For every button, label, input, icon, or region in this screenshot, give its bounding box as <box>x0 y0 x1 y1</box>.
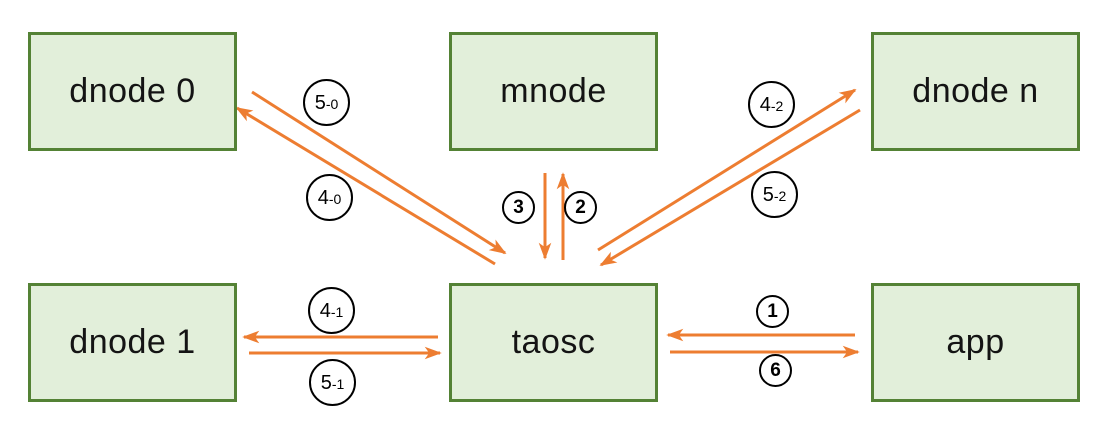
node-app-label: app <box>946 323 1005 361</box>
edge-label-3: 3 <box>502 191 535 224</box>
arrow-5-2-dnoden-to-taosc <box>599 108 861 267</box>
node-dnode1: dnode 1 <box>28 283 237 402</box>
edge-label-5-0: 5-0 <box>303 79 350 126</box>
node-taosc: taosc <box>449 283 658 402</box>
node-dnode0: dnode 0 <box>28 32 237 151</box>
node-dnoden-label: dnode n <box>912 72 1039 110</box>
node-dnoden: dnode n <box>871 32 1080 151</box>
arrow-5-0-dnode0-to-taosc <box>251 90 507 255</box>
node-taosc-label: taosc <box>511 323 596 361</box>
node-app: app <box>871 283 1080 402</box>
edge-label-1: 1 <box>756 295 789 328</box>
node-mnode: mnode <box>449 32 658 151</box>
edge-label-6: 6 <box>759 354 792 387</box>
node-dnode0-label: dnode 0 <box>69 72 196 110</box>
edge-label-4-2: 4-2 <box>748 81 795 128</box>
edge-label-4-1: 4-1 <box>308 287 355 334</box>
edge-label-5-1: 5-1 <box>309 359 356 406</box>
arrow-4-0-taosc-to-dnode0 <box>235 106 496 266</box>
node-mnode-label: mnode <box>500 72 607 110</box>
edge-label-5-2: 5-2 <box>751 171 798 218</box>
edge-label-4-0: 4-0 <box>306 174 353 221</box>
node-dnode1-label: dnode 1 <box>69 323 196 361</box>
arrow-4-2-taosc-to-dnoden <box>597 88 857 252</box>
edge-label-2: 2 <box>564 191 597 224</box>
